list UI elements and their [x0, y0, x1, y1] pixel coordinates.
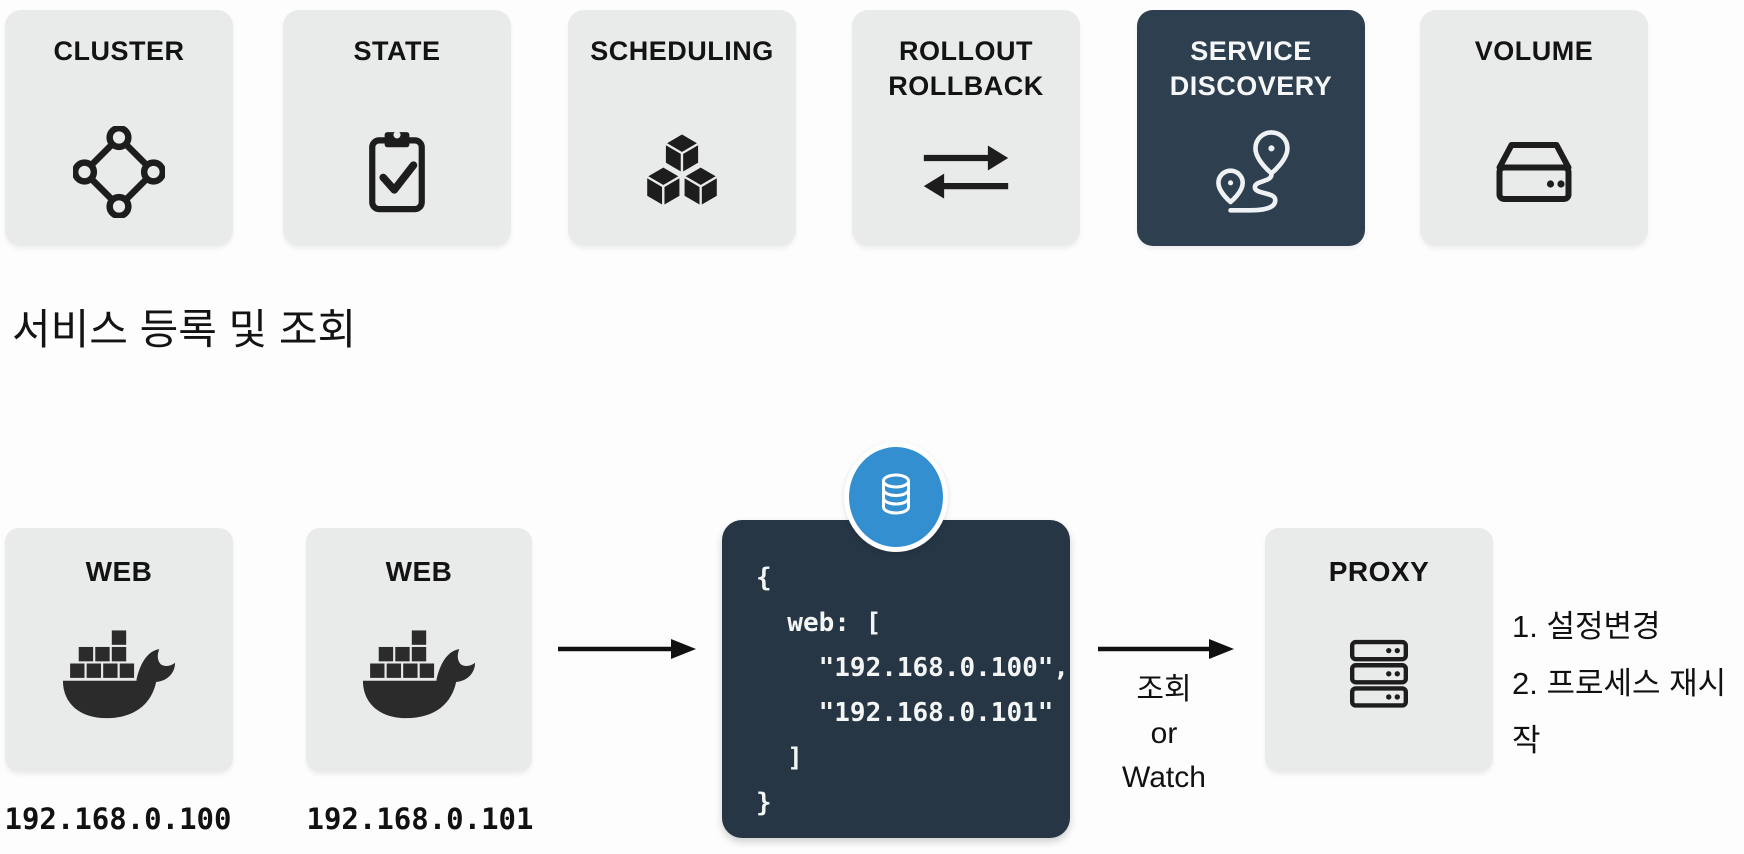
- tile-scheduling-label: SCHEDULING: [590, 36, 774, 66]
- web-node-1-ip: 192.168.0.100: [4, 802, 232, 836]
- tile-volume-label: VOLUME: [1474, 36, 1594, 66]
- web-node-2: WEB: [306, 528, 532, 772]
- tile-state-label: STATE: [353, 36, 441, 66]
- web-node-1: WEB: [5, 528, 233, 772]
- web-node-2-label: WEB: [385, 556, 453, 587]
- proxy-node-label: PROXY: [1328, 556, 1430, 587]
- note-process-restart: 2. 프로세스 재시작: [1512, 666, 1727, 758]
- tile-scheduling: SCHEDULING: [568, 10, 796, 246]
- registry-json: { web: [ "192.168.0.100", "192.168.0.101…: [756, 563, 1070, 818]
- route-pins-icon: [1137, 98, 1365, 246]
- tile-cluster-label: CLUSTER: [53, 36, 185, 66]
- disk-drive-icon: [1420, 98, 1648, 246]
- server-stack-icon: [1340, 578, 1418, 772]
- tile-cluster: CLUSTER: [5, 10, 233, 246]
- database-badge: [844, 442, 948, 552]
- arrow-registry-to-proxy: [1098, 639, 1234, 659]
- web-node-2-ip: 192.168.0.101: [306, 802, 534, 836]
- cluster-icon: [5, 98, 233, 246]
- docker-whale-icon: [358, 578, 480, 772]
- section-title: 서비스 등록 및 조회: [12, 306, 357, 353]
- proxy-notes: 1. 설정변경 2. 프로세스 재시작: [1512, 598, 1744, 769]
- web-node-1-label: WEB: [85, 556, 153, 587]
- proxy-node: PROXY: [1265, 528, 1493, 772]
- cubes-icon: [568, 98, 796, 246]
- database-icon: [876, 472, 916, 523]
- registry-code-block: { web: [ "192.168.0.100", "192.168.0.101…: [722, 520, 1070, 838]
- lookup-or-watch-label: 조회 or Watch: [1122, 673, 1206, 794]
- docker-whale-icon: [58, 578, 180, 772]
- tile-volume: VOLUME: [1420, 10, 1648, 246]
- arrow-web-to-registry: [558, 639, 696, 659]
- swap-arrows-icon: [852, 98, 1080, 246]
- clipboard-check-icon: [283, 98, 511, 246]
- tile-state: STATE: [283, 10, 511, 246]
- note-config-change: 1. 설정변경: [1512, 609, 1661, 644]
